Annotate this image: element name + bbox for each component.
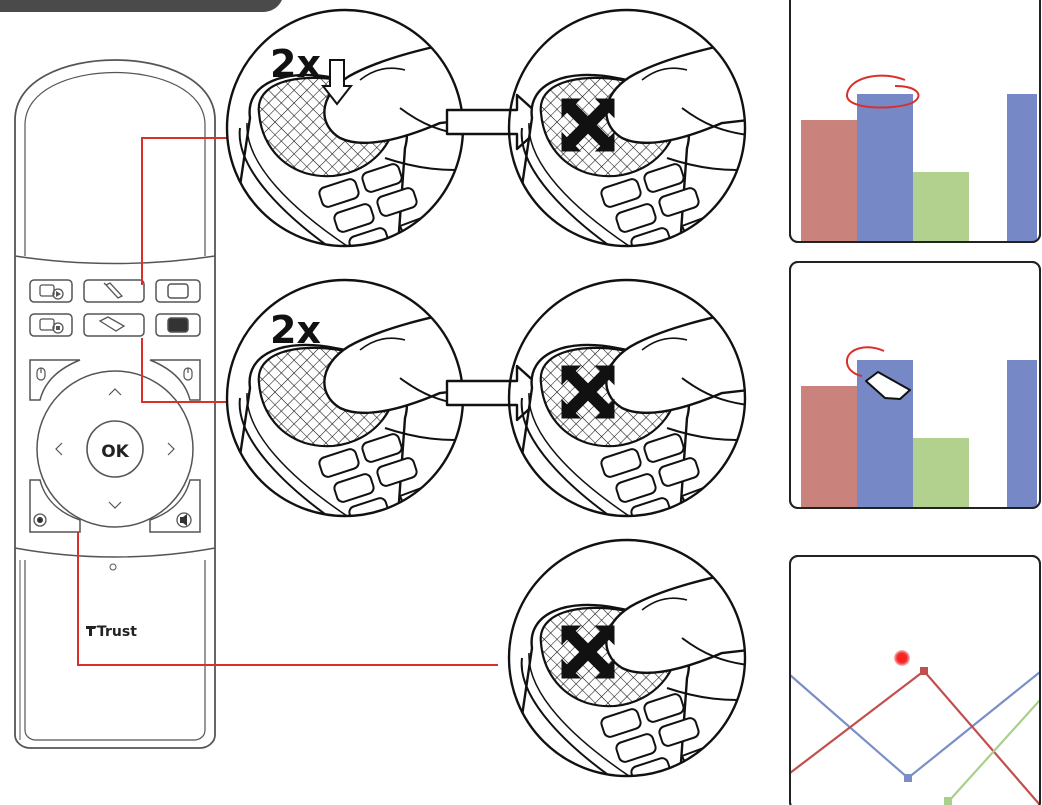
- mute-icon: [176, 512, 192, 528]
- ok-button[interactable]: [86, 420, 144, 478]
- press-count-label: 2x: [270, 308, 321, 352]
- bar-blue: [1007, 360, 1037, 508]
- right-mouse-button[interactable]: [149, 359, 201, 401]
- bar-blue: [1007, 94, 1037, 242]
- right-mouse-icon: [183, 367, 193, 381]
- bar-blue: [857, 94, 913, 242]
- bar-green: [913, 172, 969, 242]
- pen-button[interactable]: [83, 279, 145, 303]
- play-presentation-icon: [39, 284, 64, 300]
- trust-logo: Trust: [86, 624, 137, 640]
- right-arrow-icon[interactable]: [167, 442, 175, 456]
- black-screen-button[interactable]: [155, 313, 201, 337]
- record-button[interactable]: [29, 479, 81, 533]
- result-panel-laser: [789, 555, 1041, 805]
- brand-logo-text: Trust: [97, 624, 137, 640]
- eraser-button[interactable]: [83, 313, 145, 337]
- direction-pad[interactable]: [36, 370, 194, 528]
- record-icon: [33, 513, 47, 527]
- blank-screen-button[interactable]: [155, 279, 201, 303]
- mute-button[interactable]: [149, 479, 201, 533]
- remote-control: [14, 59, 216, 749]
- hand-touchpad-illustration: [225, 280, 485, 558]
- hand-touchpad-illustration: [225, 10, 485, 288]
- status-led: [109, 563, 117, 571]
- stop-presentation-button[interactable]: [29, 313, 73, 337]
- black-screen-icon: [167, 317, 189, 333]
- down-arrow-icon[interactable]: [108, 501, 122, 509]
- pen-circle-annotation: [845, 74, 920, 109]
- bar-red: [801, 386, 857, 508]
- partial-pen-annotation: [845, 346, 885, 377]
- press-down-arrow-icon: [320, 59, 354, 106]
- bar-green: [913, 438, 969, 508]
- result-panel-eraser: [789, 261, 1041, 509]
- header-bar: [0, 0, 282, 12]
- up-arrow-icon[interactable]: [108, 388, 122, 396]
- blank-screen-icon: [167, 283, 189, 299]
- line-green: [947, 699, 1041, 803]
- pen-icon: [103, 282, 124, 299]
- eraser-icon: [98, 316, 126, 332]
- left-mouse-button[interactable]: [29, 359, 81, 401]
- stop-presentation-icon: [39, 318, 64, 334]
- hand-touchpad-illustration: [507, 280, 767, 558]
- result-panel-pen: [789, 0, 1041, 243]
- press-count-label: 2x: [270, 42, 321, 86]
- play-presentation-button[interactable]: [29, 279, 73, 303]
- left-arrow-icon[interactable]: [55, 442, 63, 456]
- hand-touchpad-illustration: [507, 540, 767, 805]
- bar-red: [801, 120, 857, 242]
- hand-touchpad-illustration: [507, 10, 767, 288]
- ok-label: OK: [101, 442, 129, 462]
- callout-lines: [77, 137, 498, 666]
- left-mouse-icon: [36, 367, 46, 381]
